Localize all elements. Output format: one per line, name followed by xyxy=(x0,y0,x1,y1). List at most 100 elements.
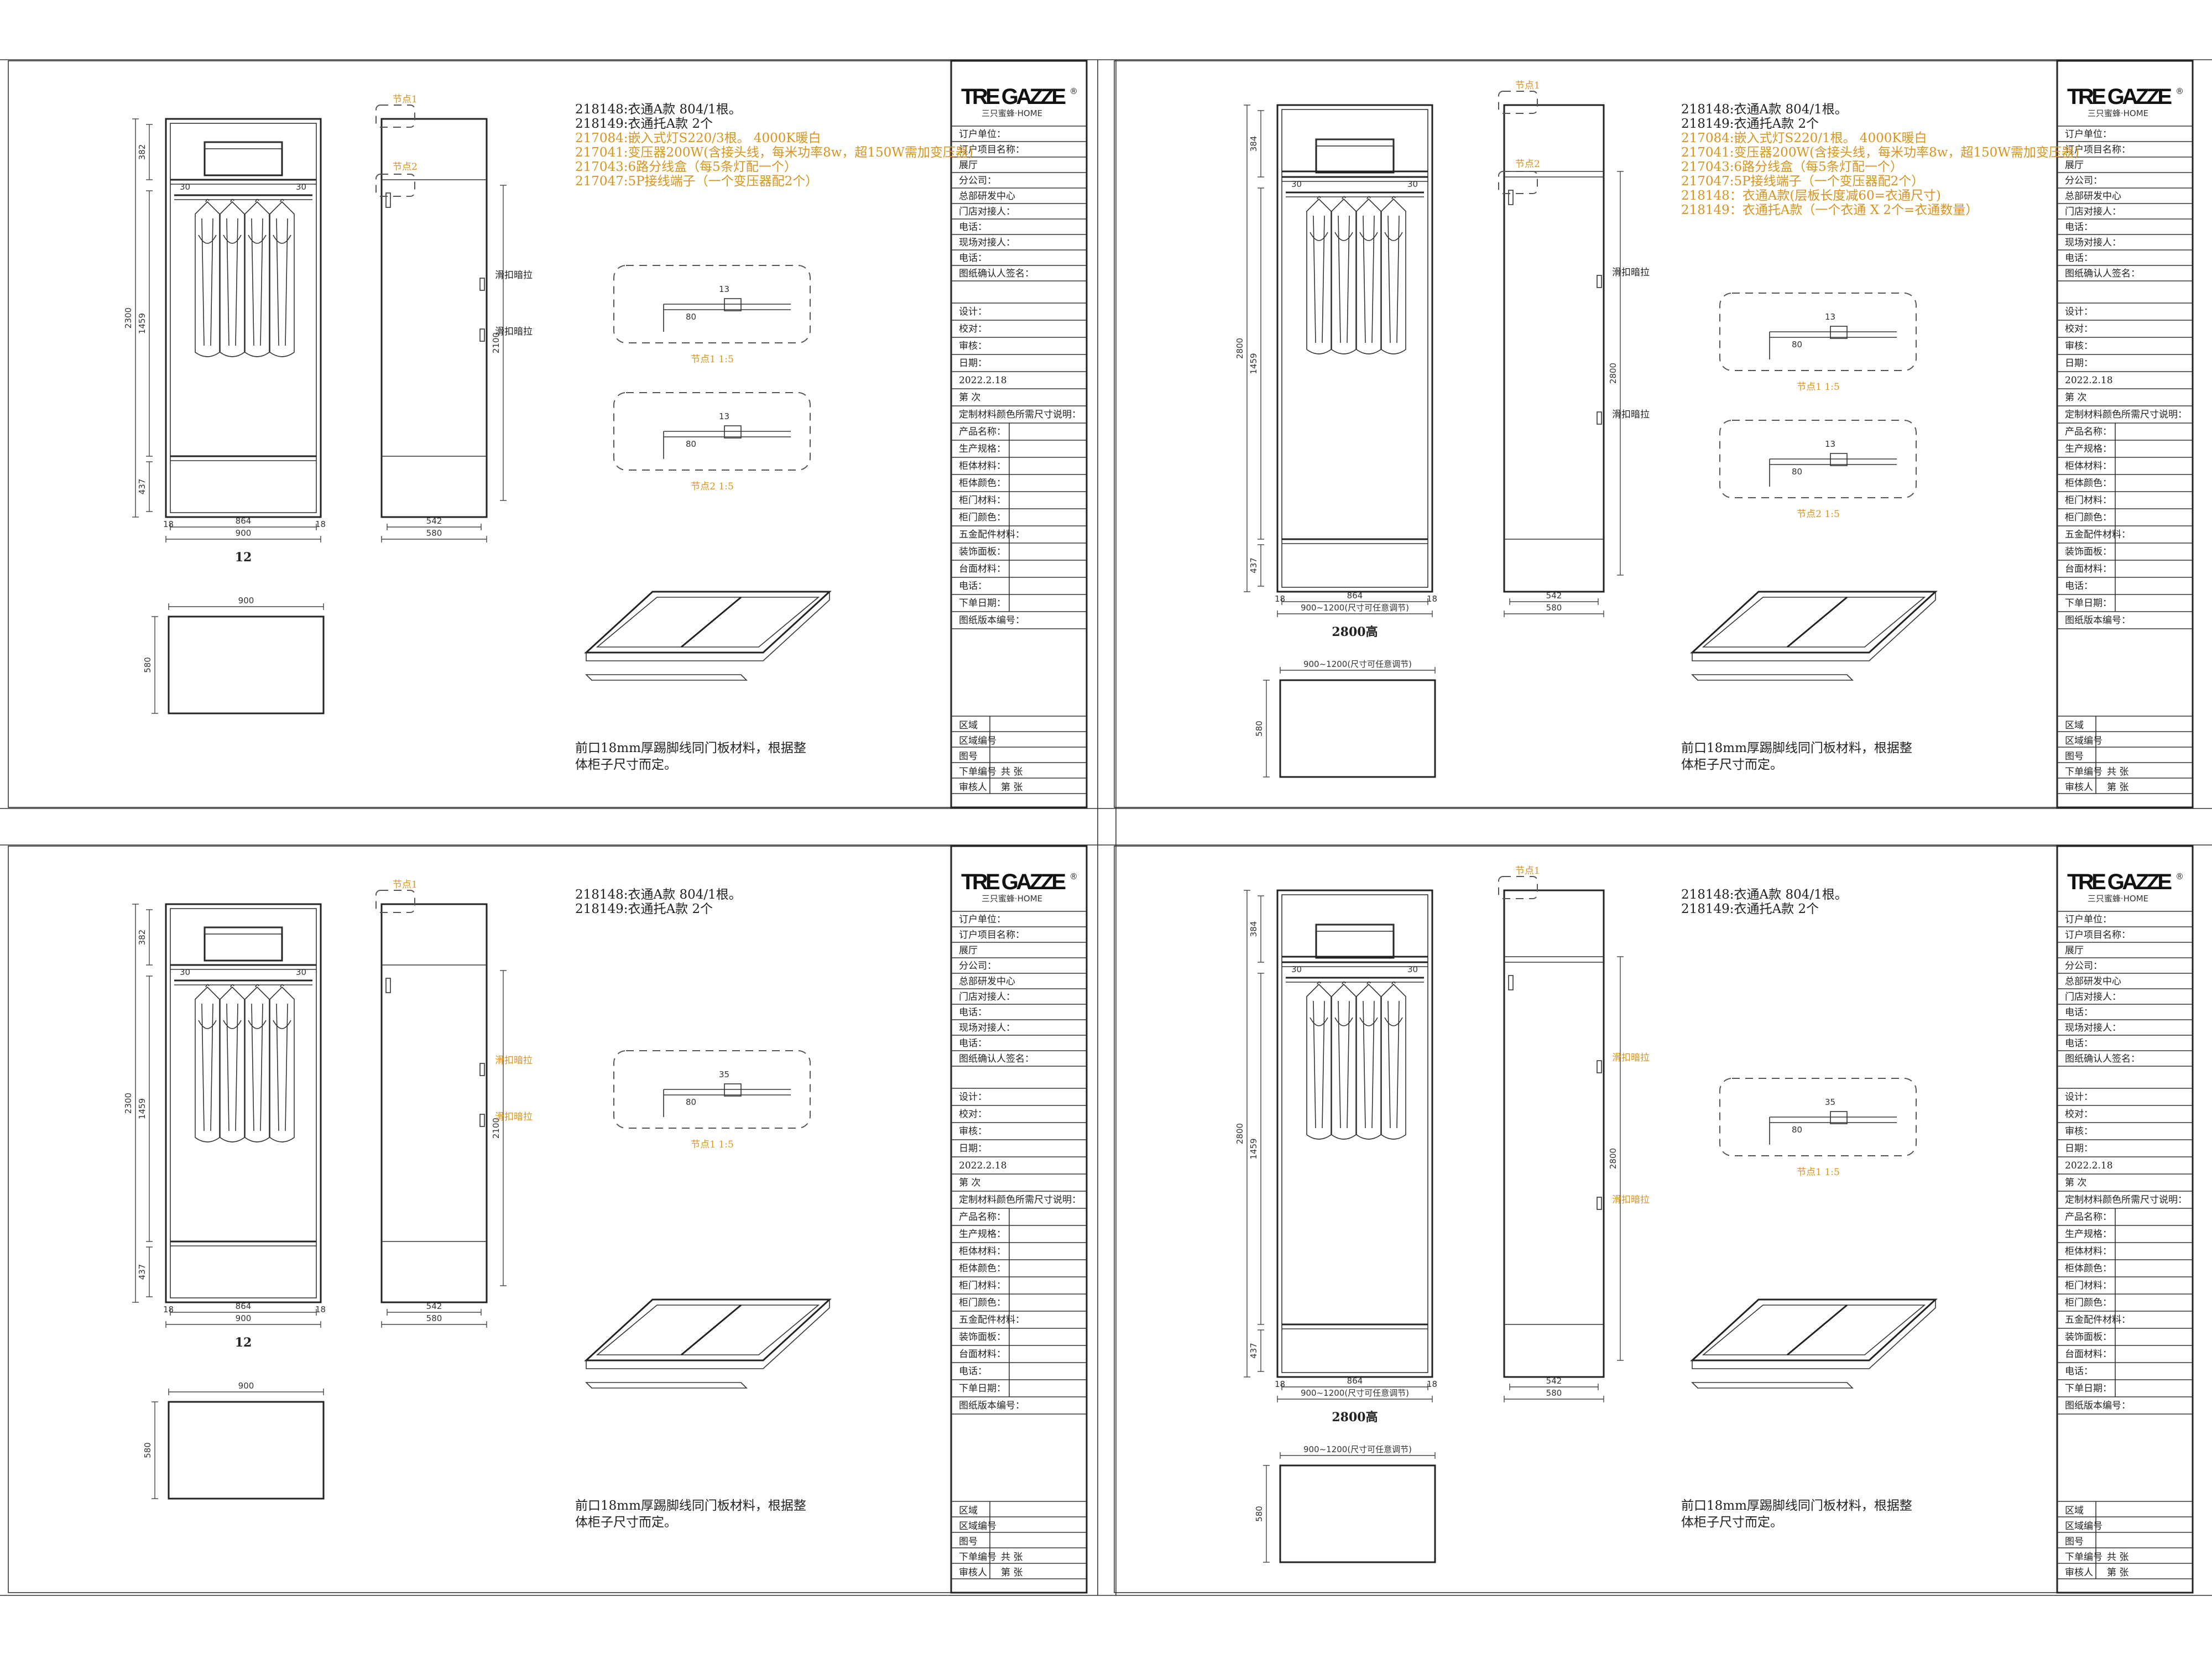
dim-depth-inner: 542 xyxy=(1546,591,1562,601)
title-block-frame xyxy=(2056,60,2194,808)
storage-box xyxy=(204,141,283,176)
garment-0 xyxy=(195,199,220,357)
detail2-fitting xyxy=(1830,453,1848,466)
title-block: TRE GAZZE®三只蜜蜂·HOME订户单位：订户项目名称：展厅分公司：总部研… xyxy=(2056,845,2194,1594)
tb-bottom-2: 图号 xyxy=(2065,1536,2084,1547)
garment-1-outline xyxy=(1331,981,1357,1140)
tb-top-7: 现场对接人： xyxy=(2065,237,2121,248)
tb-bottom-2: 图号 xyxy=(2065,751,2084,762)
tb-mid-1: 校对： xyxy=(959,324,987,335)
detail1-dim-13: 35 xyxy=(1825,1097,1835,1107)
tb-top-0: 订户单位： xyxy=(959,914,1006,925)
dim-door: 2100 xyxy=(491,1118,501,1139)
shelf-frame-thickness xyxy=(586,592,830,661)
tb-mid-15: 台面材料： xyxy=(2065,1349,2112,1360)
tb-mid-8: 生产规格： xyxy=(2065,1229,2112,1240)
tb-top-2: 展厅 xyxy=(2065,160,2084,171)
tb-top-9: 图纸确认人签名： xyxy=(959,268,1034,279)
footnote-line-0: 前口18mm厚踢脚线同门板材料，根据整 xyxy=(1681,1499,1912,1513)
garment-1-folds xyxy=(1334,1000,1353,1129)
dim-depth: 580 xyxy=(1546,1388,1562,1398)
tb-top-5: 门店对接人： xyxy=(2065,206,2121,217)
dim-bar-right: 30 xyxy=(296,967,306,977)
shelf-frame-outer xyxy=(1690,591,1938,654)
garment-3-folds xyxy=(273,1003,291,1131)
tb-mid-12: 柜门颜色： xyxy=(959,1297,1006,1308)
shelf-frame-isometric xyxy=(1690,1298,1938,1389)
tb-mid-4: 2022.2.18 xyxy=(2065,1160,2113,1171)
dim-plan-depth: 580 xyxy=(1254,1506,1264,1522)
garment-1-outline xyxy=(1331,196,1357,354)
dim-top: 384 xyxy=(1249,136,1259,152)
dim-total-width: 900 xyxy=(236,528,252,538)
storage-box-lid xyxy=(204,927,283,935)
shelf-frame-isometric xyxy=(584,591,832,681)
cabinet-outline xyxy=(1276,104,1433,593)
tb-top-1: 订户项目名称： xyxy=(959,930,1025,941)
tb-bottom-4: 共 张 xyxy=(2107,1552,2128,1563)
tb-mid-1: 校对： xyxy=(2065,324,2093,335)
spec-notes: 218148:衣通A款 804/1根。218149:衣通托A款 2个 xyxy=(1681,888,1848,916)
tb-mid-8: 生产规格： xyxy=(2065,444,2112,455)
brand-registered-mark: ® xyxy=(1070,872,1078,881)
shelf-frame-inner xyxy=(596,597,820,648)
tb-bottom-1: 区域编号 xyxy=(2065,1521,2103,1532)
node1-label: 节点1 xyxy=(1515,865,1540,877)
detail1-fitting xyxy=(724,298,742,311)
tb-mid-12: 柜门颜色： xyxy=(2065,512,2112,523)
spec-notes: 218148:衣通A款 804/1根。218149:衣通托A款 2个 xyxy=(575,888,742,916)
title-block: TRE GAZZE®三只蜜蜂·HOME订户单位：订户项目名称：展厅分公司：总部研… xyxy=(950,845,1088,1594)
tb-bottom-2: 图号 xyxy=(959,751,978,762)
cabinet-outline xyxy=(165,118,322,518)
spec-note-4: 217043:6路分线盒（每5条灯配一个） xyxy=(575,160,797,174)
rail-bracket xyxy=(1508,975,1514,990)
storage-box-lid xyxy=(1316,139,1394,147)
dim-depth-inner: 542 xyxy=(1546,1376,1562,1386)
dim-total-width: 900~1200(尺寸可任意调节) xyxy=(1301,1388,1409,1398)
brand-logo: TRE GAZZE®三只蜜蜂·HOME xyxy=(961,85,1078,118)
garment-3-outline xyxy=(1381,981,1406,1140)
tb-bottom-3: 下单编号 xyxy=(2065,1552,2103,1563)
shelf-frame-divider xyxy=(1787,596,1848,648)
shelf-frame-divider xyxy=(681,1304,742,1356)
tb-mid-6: 定制材料颜色所需尺寸说明： xyxy=(2065,409,2187,420)
tb-mid-6: 定制材料颜色所需尺寸说明： xyxy=(959,1194,1081,1206)
storage-box xyxy=(1315,924,1395,959)
tb-mid-16: 电话： xyxy=(959,581,987,592)
tb-mid-2: 审核： xyxy=(959,1126,987,1137)
tb-top-2: 展厅 xyxy=(959,945,978,956)
tb-top-4: 总部研发中心 xyxy=(959,976,1015,987)
brand-registered-mark: ® xyxy=(2176,86,2184,96)
tb-mid-5: 第 次 xyxy=(959,1177,980,1188)
door-note-2: 滑扣暗拉 xyxy=(495,326,533,337)
detail1-frame xyxy=(613,265,811,343)
tb-bottom-3: 下单编号 xyxy=(959,1552,997,1563)
spec-note-5: 217047:5P接线端子（一个变压器配2个） xyxy=(1681,174,1924,189)
title-block: TRE GAZZE®三只蜜蜂·HOME订户单位：订户项目名称：展厅分公司：总部研… xyxy=(950,60,1088,808)
tb-mid-16: 电话： xyxy=(2065,1366,2093,1377)
garment-1-outline xyxy=(220,984,245,1142)
garment-2-folds xyxy=(248,1003,267,1131)
detail1-dim-80: 80 xyxy=(686,312,696,322)
tb-mid-3: 日期： xyxy=(959,358,987,369)
detail1-caption: 节点1 1:5 xyxy=(691,1139,734,1150)
tb-mid-17: 下单日期： xyxy=(959,1383,1006,1394)
title-block-frame xyxy=(950,60,1088,808)
detail1-caption: 节点1 1:5 xyxy=(691,354,734,365)
node1-callout xyxy=(1498,91,1538,114)
side-outline xyxy=(380,118,488,518)
garment-3-folds xyxy=(1384,215,1403,343)
drawing-panel-p3: TRE GAZZE®三只蜜蜂·HOME订户单位：订户项目名称：展厅分公司：总部研… xyxy=(8,845,1088,1594)
spec-note-1: 218149:衣通托A款 2个 xyxy=(575,117,713,131)
storage-box-lid xyxy=(204,142,283,149)
tb-mid-0: 设计： xyxy=(2065,306,2093,317)
garment-2-folds xyxy=(1359,215,1378,343)
detail1-fitting xyxy=(724,1083,742,1097)
dim-side-right: 18 xyxy=(315,1305,326,1314)
